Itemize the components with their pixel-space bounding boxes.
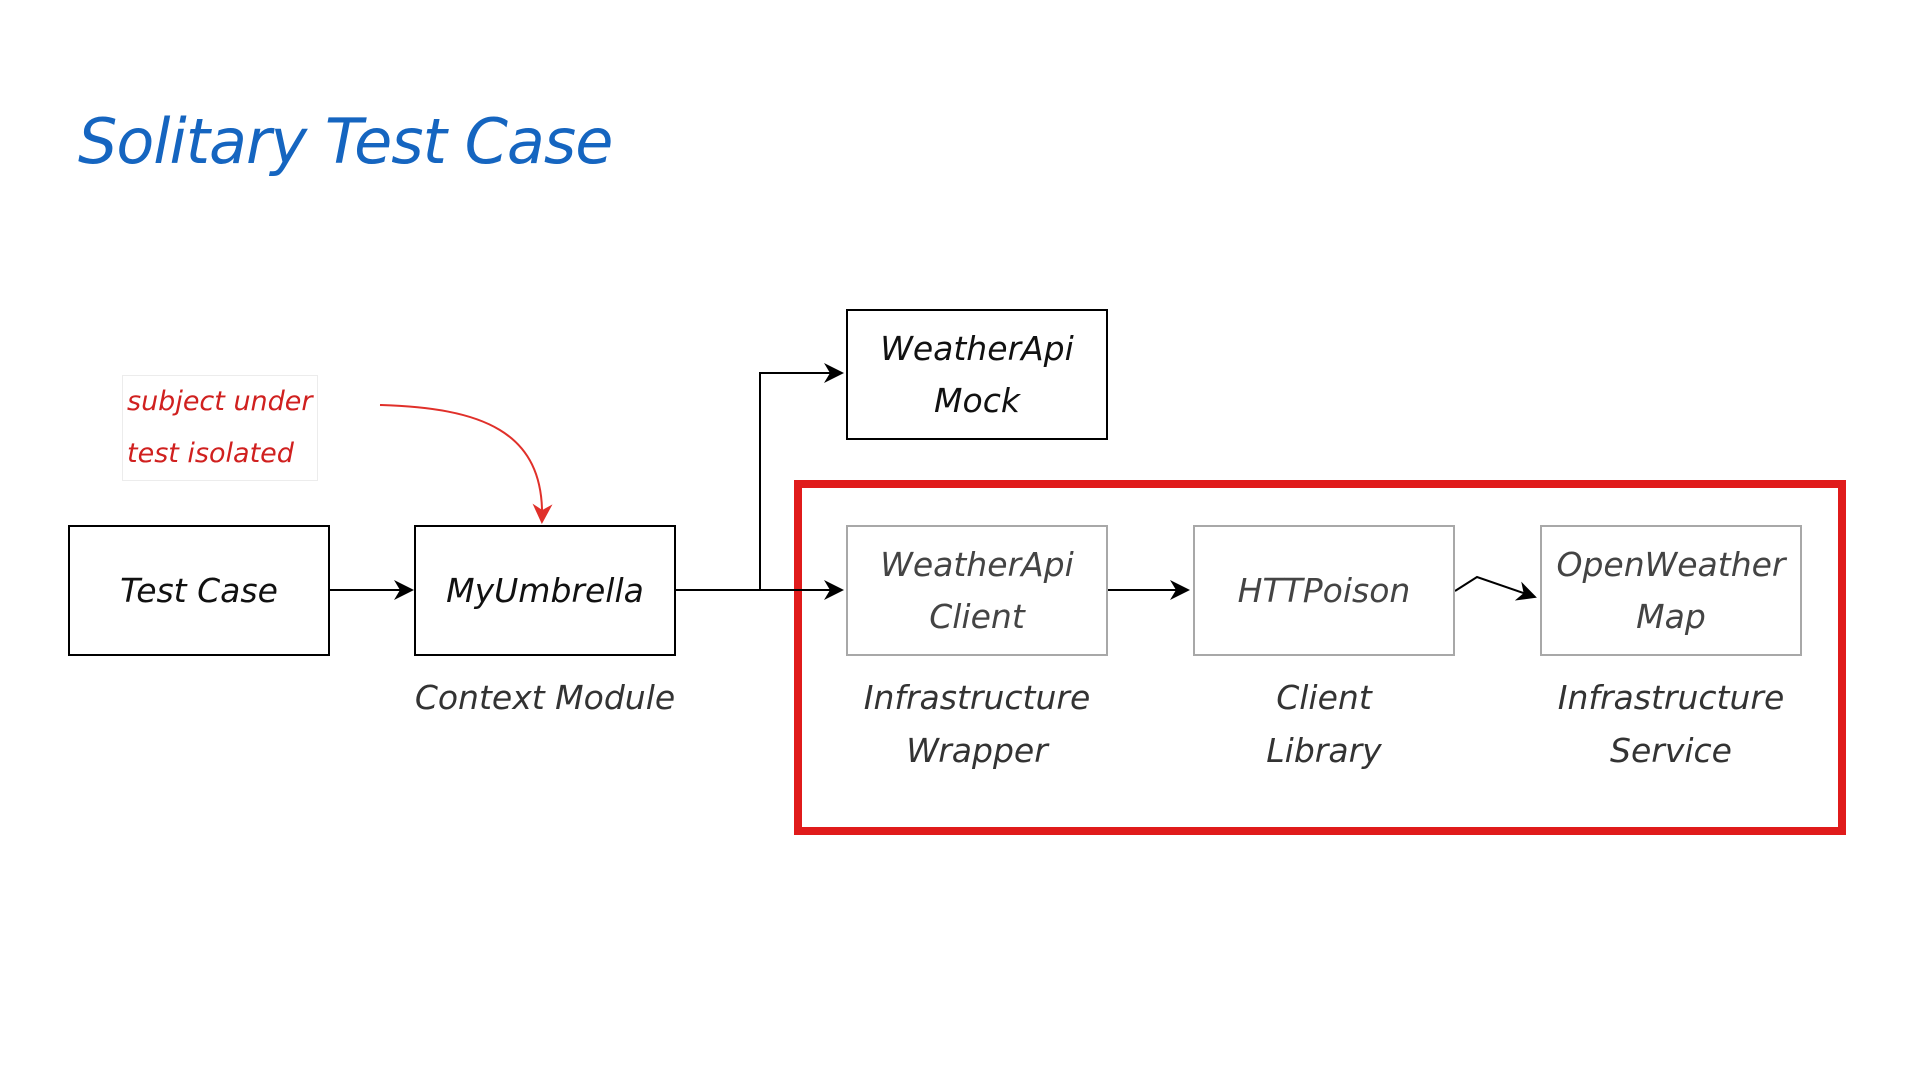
node-weather-api-mock[interactable]: WeatherApi Mock xyxy=(846,309,1108,440)
caption-infrastructure-wrapper-line-1: Infrastructure xyxy=(863,678,1091,717)
node-weather-api-mock-line-1: WeatherApi xyxy=(880,328,1074,368)
node-my-umbrella-label: MyUmbrella xyxy=(446,570,644,610)
caption-infrastructure-service-line-1: Infrastructure xyxy=(1557,678,1785,717)
annotation-line-2: test isolated xyxy=(127,438,294,469)
node-httpoison-label: HTTPoison xyxy=(1237,570,1411,610)
node-open-weather-map-line-1: OpenWeather xyxy=(1556,544,1786,584)
annotation-arrow xyxy=(379,404,553,524)
caption-client-library-line-2: Library xyxy=(1266,731,1382,770)
caption-infrastructure-wrapper-line-2: Wrapper xyxy=(906,731,1048,770)
node-weather-api-client[interactable]: WeatherApi Client xyxy=(846,525,1108,656)
node-open-weather-map-line-2: Map xyxy=(1636,596,1706,636)
annotation-line-1: subject under xyxy=(127,386,313,417)
caption-context-module: Context Module xyxy=(405,671,685,724)
caption-infrastructure-service: Infrastructure Service xyxy=(1531,671,1811,777)
node-weather-api-client-line-1: WeatherApi xyxy=(880,544,1074,584)
caption-infrastructure-wrapper: Infrastructure Wrapper xyxy=(837,671,1117,777)
caption-context-module-line-1: Context Module xyxy=(414,678,676,717)
node-weather-api-client-line-2: Client xyxy=(929,596,1025,636)
annotation-note: subject under test isolated xyxy=(122,375,318,481)
node-open-weather-map[interactable]: OpenWeather Map xyxy=(1540,525,1802,656)
edge-myumbrella-mock xyxy=(759,363,844,590)
node-my-umbrella[interactable]: MyUmbrella xyxy=(414,525,676,656)
page-title: Solitary Test Case xyxy=(78,105,613,178)
node-test-case-label: Test Case xyxy=(120,570,278,610)
caption-client-library: Client Library xyxy=(1184,671,1464,777)
caption-infrastructure-service-line-2: Service xyxy=(1610,731,1732,770)
node-httpoison[interactable]: HTTPoison xyxy=(1193,525,1455,656)
node-test-case[interactable]: Test Case xyxy=(68,525,330,656)
isolation-boundary xyxy=(794,480,1846,835)
edge-httpoison-openweather xyxy=(1454,575,1537,601)
caption-client-library-line-1: Client xyxy=(1276,678,1372,717)
node-weather-api-mock-line-2: Mock xyxy=(934,380,1020,420)
